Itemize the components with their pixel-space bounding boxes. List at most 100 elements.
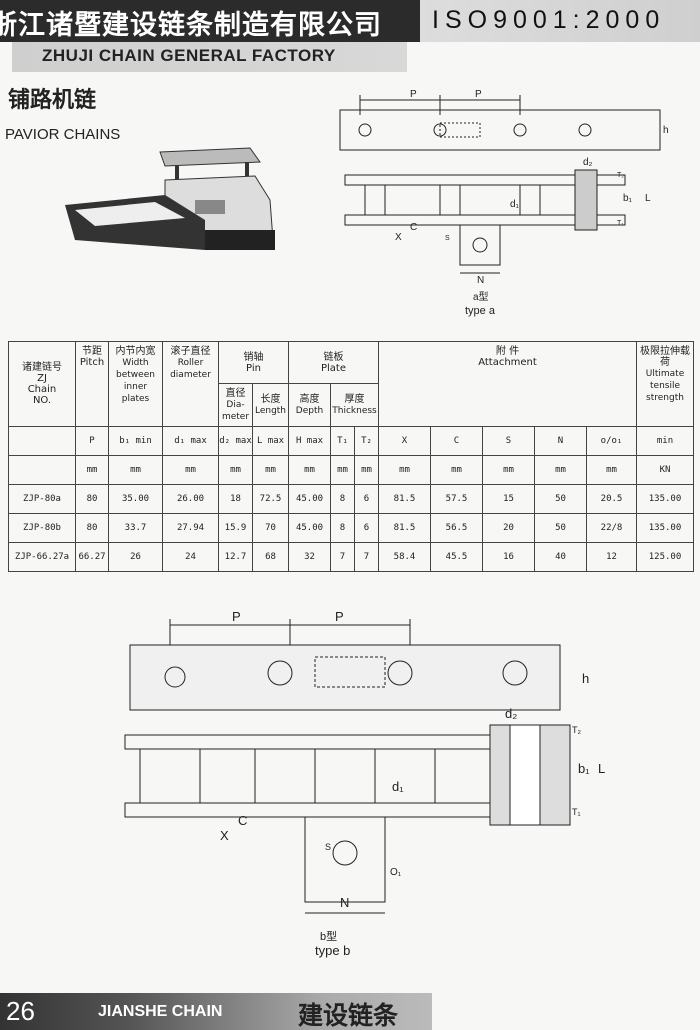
value-cell: 6	[354, 484, 379, 514]
label-c: C	[410, 222, 417, 233]
value-cell: 125.00	[636, 542, 694, 572]
unit-cell-empty	[8, 455, 76, 485]
unit-cell: mm	[252, 455, 289, 485]
value-cell: 22/8	[586, 513, 637, 543]
label-h: h	[663, 125, 669, 136]
header-right-band	[420, 0, 700, 42]
value-cell: 8	[330, 484, 355, 514]
unit-cell: mm	[586, 455, 637, 485]
symbol-cell: min	[636, 426, 694, 456]
value-cell: 26.00	[162, 484, 219, 514]
value-cell: 45.5	[430, 542, 483, 572]
symbol-cell: L max	[252, 426, 289, 456]
value-cell: 6	[354, 513, 379, 543]
value-cell: 32	[288, 542, 331, 572]
label-d2: d₂	[583, 157, 593, 168]
value-cell: 8	[330, 513, 355, 543]
product-title-cn: 铺路机链	[8, 88, 97, 113]
footer-band	[0, 993, 432, 1030]
label-b1: b₁	[623, 193, 633, 204]
caption-cn: b型	[320, 929, 337, 943]
label-t2: T₂	[617, 172, 624, 179]
footer-brand-cn: 建设链条	[298, 1001, 399, 1030]
chain-diagram-type-a: P P h d₁ d₂ b₁ L T₂ T₁ X C S N a型 type a	[339, 89, 669, 317]
label-x: X	[395, 232, 402, 243]
caption-en: type a	[465, 305, 496, 317]
label-t1: T₁	[617, 220, 624, 227]
unit-cell: mm	[162, 455, 219, 485]
header-banner	[0, 0, 420, 42]
value-cell: 20	[482, 513, 535, 543]
label-s: S	[445, 235, 450, 242]
label-c: C	[238, 813, 247, 828]
unit-cell: mm	[288, 455, 331, 485]
chain-number-cell: ZJP-66.27a	[8, 542, 76, 572]
label-h: h	[582, 671, 589, 686]
unit-cell: mm	[218, 455, 253, 485]
symbol-cell: T₁	[330, 426, 355, 456]
subheader-band	[12, 42, 407, 72]
chain-number-cell: ZJP-80a	[8, 484, 76, 514]
label-l: L	[598, 761, 605, 776]
value-cell: 27.94	[162, 513, 219, 543]
label-p: P	[475, 89, 482, 100]
unit-cell: KN	[636, 455, 694, 485]
unit-cell: mm	[430, 455, 483, 485]
value-cell: 45.00	[288, 484, 331, 514]
unit-cell: mm	[108, 455, 163, 485]
value-cell: 72.5	[252, 484, 289, 514]
certification: ISO9001:2000	[432, 6, 666, 34]
value-cell: 81.5	[378, 513, 431, 543]
value-cell: 15.9	[218, 513, 253, 543]
label-t2: T₂	[572, 725, 581, 735]
value-cell: 58.4	[378, 542, 431, 572]
value-cell: 40	[534, 542, 587, 572]
value-cell: 20.5	[586, 484, 637, 514]
value-cell: 24	[162, 542, 219, 572]
symbol-cell: S	[482, 426, 535, 456]
unit-cell: mm	[75, 455, 109, 485]
unit-cell: mm	[330, 455, 355, 485]
value-cell: 80	[75, 484, 109, 514]
value-cell: 15	[482, 484, 535, 514]
value-cell: 26	[108, 542, 163, 572]
symbol-cell: N	[534, 426, 587, 456]
footer-brand-en: JIANSHE CHAIN	[98, 1003, 223, 1020]
value-cell: 35.00	[108, 484, 163, 514]
label-n: N	[477, 275, 484, 286]
unit-cell: mm	[534, 455, 587, 485]
label-x: X	[220, 828, 229, 843]
symbol-cell: o/o₁	[586, 426, 637, 456]
value-cell: 7	[354, 542, 379, 572]
paver-machine-photo	[65, 147, 275, 250]
unit-cell: mm	[378, 455, 431, 485]
label-s: S	[325, 842, 331, 852]
value-cell: 57.5	[430, 484, 483, 514]
caption-en: type b	[315, 943, 350, 958]
symbol-cell: X	[378, 426, 431, 456]
caption-cn: a型	[473, 290, 489, 303]
symbol-cell: P	[75, 426, 109, 456]
value-cell: 81.5	[378, 484, 431, 514]
label-d2: d₂	[505, 706, 517, 721]
unit-cell: mm	[354, 455, 379, 485]
value-cell: 7	[330, 542, 355, 572]
label-n: N	[340, 895, 349, 910]
label-b1: b₁	[578, 761, 590, 776]
company-name-cn: 浙江诸暨建设链条制造有限公司	[0, 10, 382, 41]
value-cell: 45.00	[288, 513, 331, 543]
